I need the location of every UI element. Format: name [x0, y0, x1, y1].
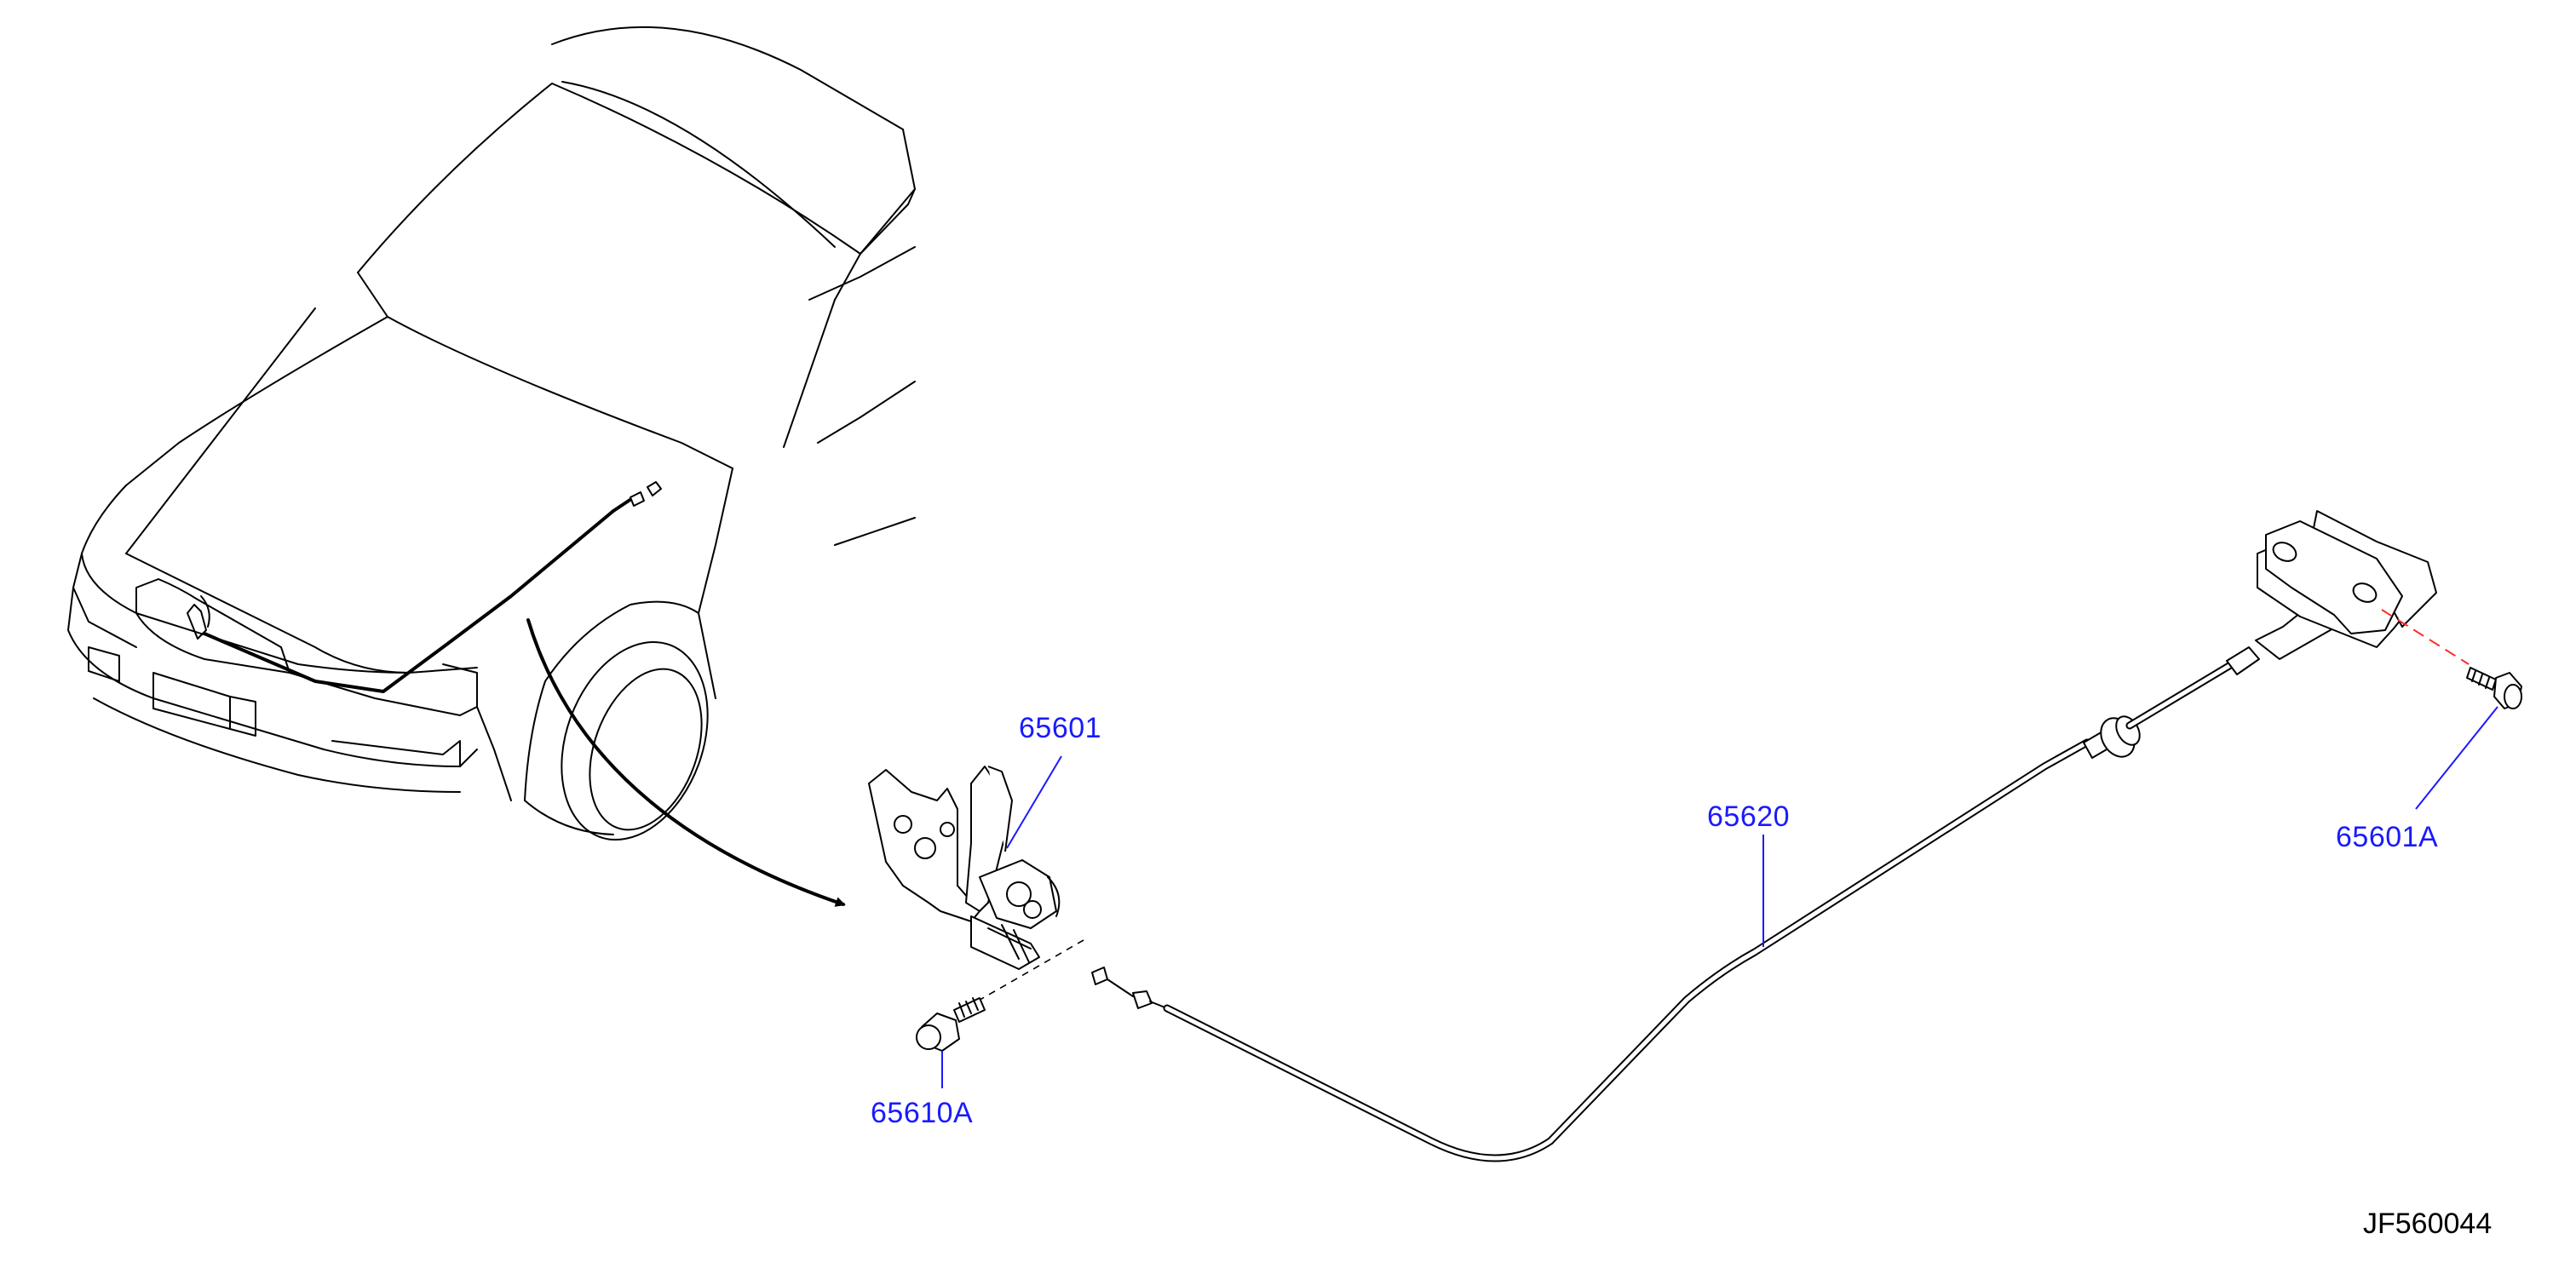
- leader-65601A: [2415, 706, 2498, 810]
- release-handle-part: [2255, 510, 2437, 660]
- car-front-illustration: [67, 26, 916, 841]
- diagram-code: JF560044: [2363, 1208, 2493, 1240]
- callout-lock-bolt[interactable]: 65610A: [871, 1097, 974, 1129]
- callout-hood-lock-cable[interactable]: 65620: [1707, 800, 1791, 833]
- detail-arrow: [526, 618, 846, 907]
- lock-bolt-part: [916, 997, 986, 1052]
- hood-lock-cable-part: [1091, 646, 2260, 1162]
- callout-hood-lock[interactable]: 65601: [1019, 712, 1102, 744]
- leader-65601: [1006, 755, 1062, 849]
- callout-handle-bolt[interactable]: 65601A: [2336, 821, 2439, 853]
- hood-lock-part: [868, 766, 1061, 970]
- handle-bolt-part: [2466, 667, 2522, 709]
